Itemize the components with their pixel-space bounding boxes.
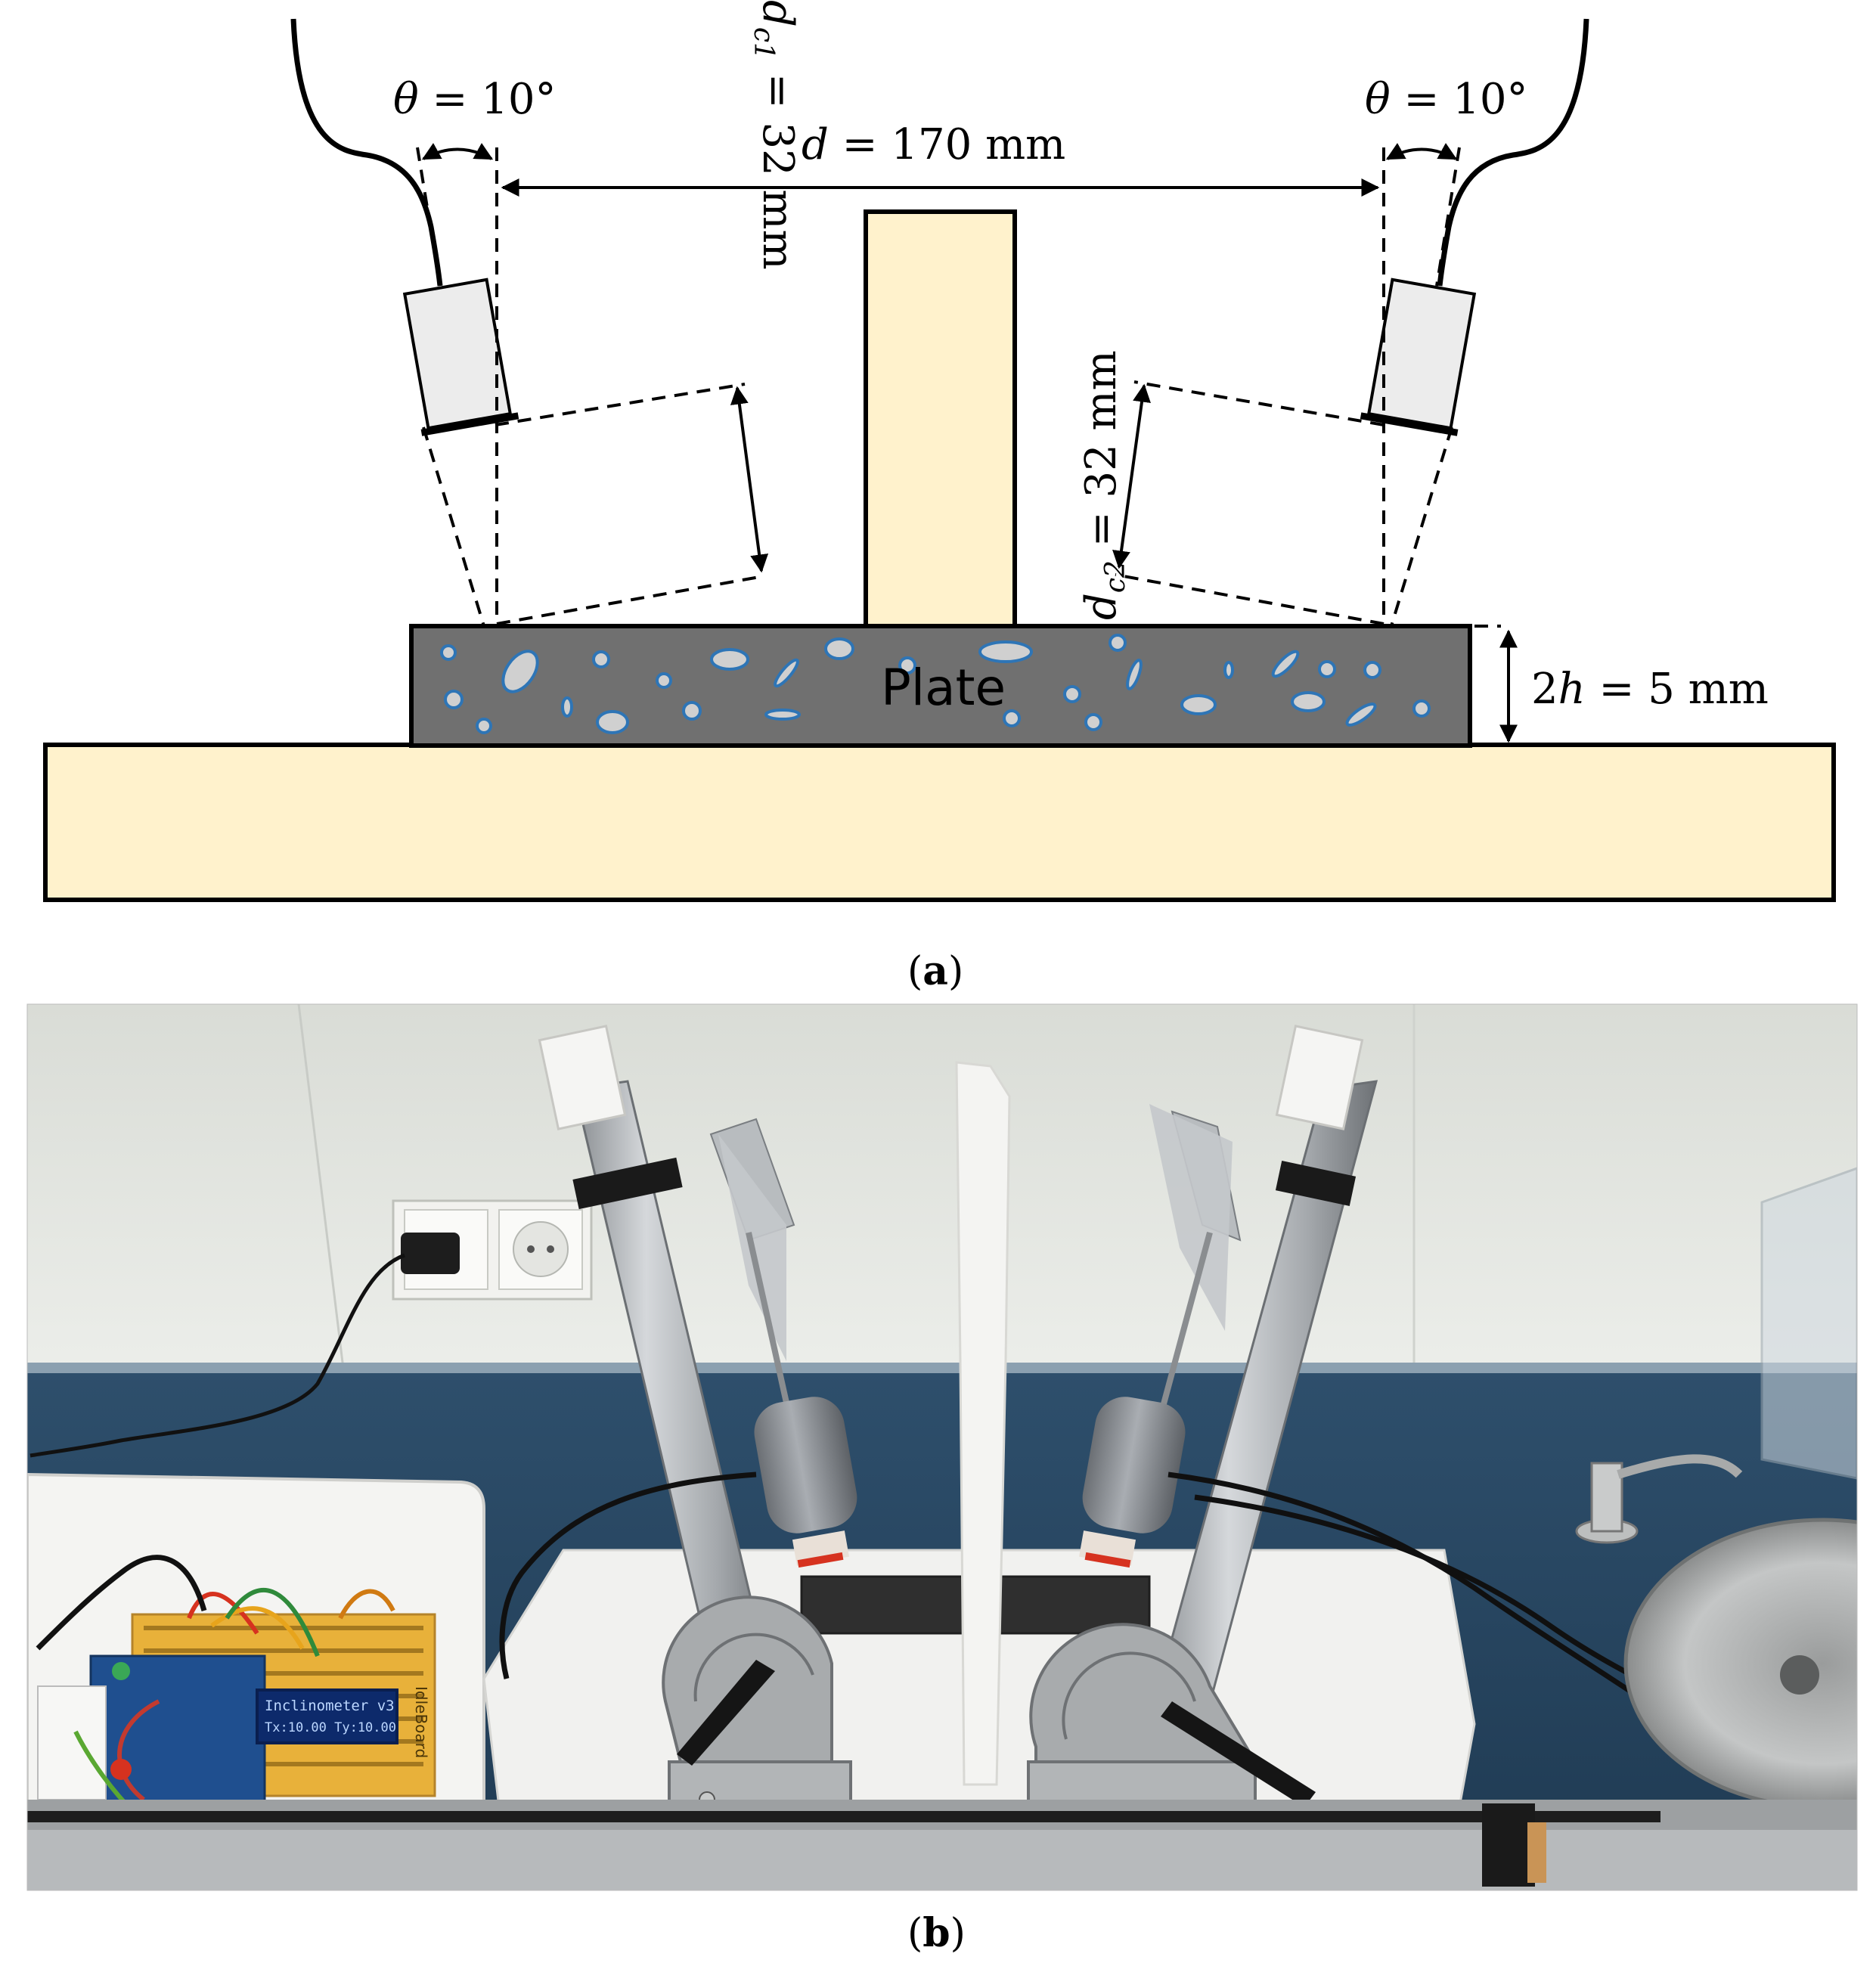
left-probe-cable xyxy=(290,18,443,287)
plate-inclusions xyxy=(440,634,1431,734)
caption-a: (a) xyxy=(907,948,963,994)
theta-right-label: θ = 10° xyxy=(1365,75,1528,124)
dc2-arrow xyxy=(1112,383,1151,569)
left-angle-arc xyxy=(421,143,494,160)
base-support xyxy=(43,743,1836,902)
dc2-label: dc2 = 32 mm xyxy=(1077,350,1131,620)
wall xyxy=(27,1004,1857,1375)
right-angle-arc xyxy=(1385,143,1458,160)
distance-label: d = 170 mm xyxy=(802,120,1065,169)
front-rail xyxy=(27,1800,1857,1890)
charger-cable xyxy=(29,1253,405,1458)
right-rail-assembly xyxy=(1027,1025,1378,1862)
plate xyxy=(409,624,1472,748)
soap-dispenser xyxy=(1575,1454,1743,1544)
styrofoam-divider xyxy=(955,1061,1011,1786)
lcd-line-1: Inclinometer v3 xyxy=(265,1698,395,1714)
vertical-divider xyxy=(864,209,1017,628)
board-label: IdleBoard xyxy=(412,1686,430,1758)
panel-b-photo: Inclinometer v3 Tx:10.00 Ty:10.00 IdleBo… xyxy=(26,1003,1858,1956)
panel-a-schematic: Plate xyxy=(43,0,1836,994)
electronics-tray: Inclinometer v3 Tx:10.00 Ty:10.00 IdleBo… xyxy=(27,1472,485,1817)
thickness-label: 2h = 5 mm xyxy=(1531,665,1769,714)
dashed-guides xyxy=(416,147,1501,628)
theta-left-label: θ = 10° xyxy=(393,75,557,124)
dc1-arrow xyxy=(730,386,769,573)
right-probe xyxy=(1360,278,1477,436)
lcd-line-2: Tx:10.00 Ty:10.00 xyxy=(265,1720,396,1735)
right-probe-cable xyxy=(1437,18,1589,287)
plate-label: Plate xyxy=(881,659,1006,717)
left-probe xyxy=(402,278,519,436)
left-rail-assembly xyxy=(538,1025,857,1854)
wall-socket xyxy=(392,1199,593,1301)
caption-b: (b) xyxy=(907,1910,966,1956)
acrylic-panel xyxy=(1760,1167,1857,1480)
sink xyxy=(1623,1518,1857,1809)
dc1-label: dc1 = 32 mm xyxy=(748,0,802,270)
